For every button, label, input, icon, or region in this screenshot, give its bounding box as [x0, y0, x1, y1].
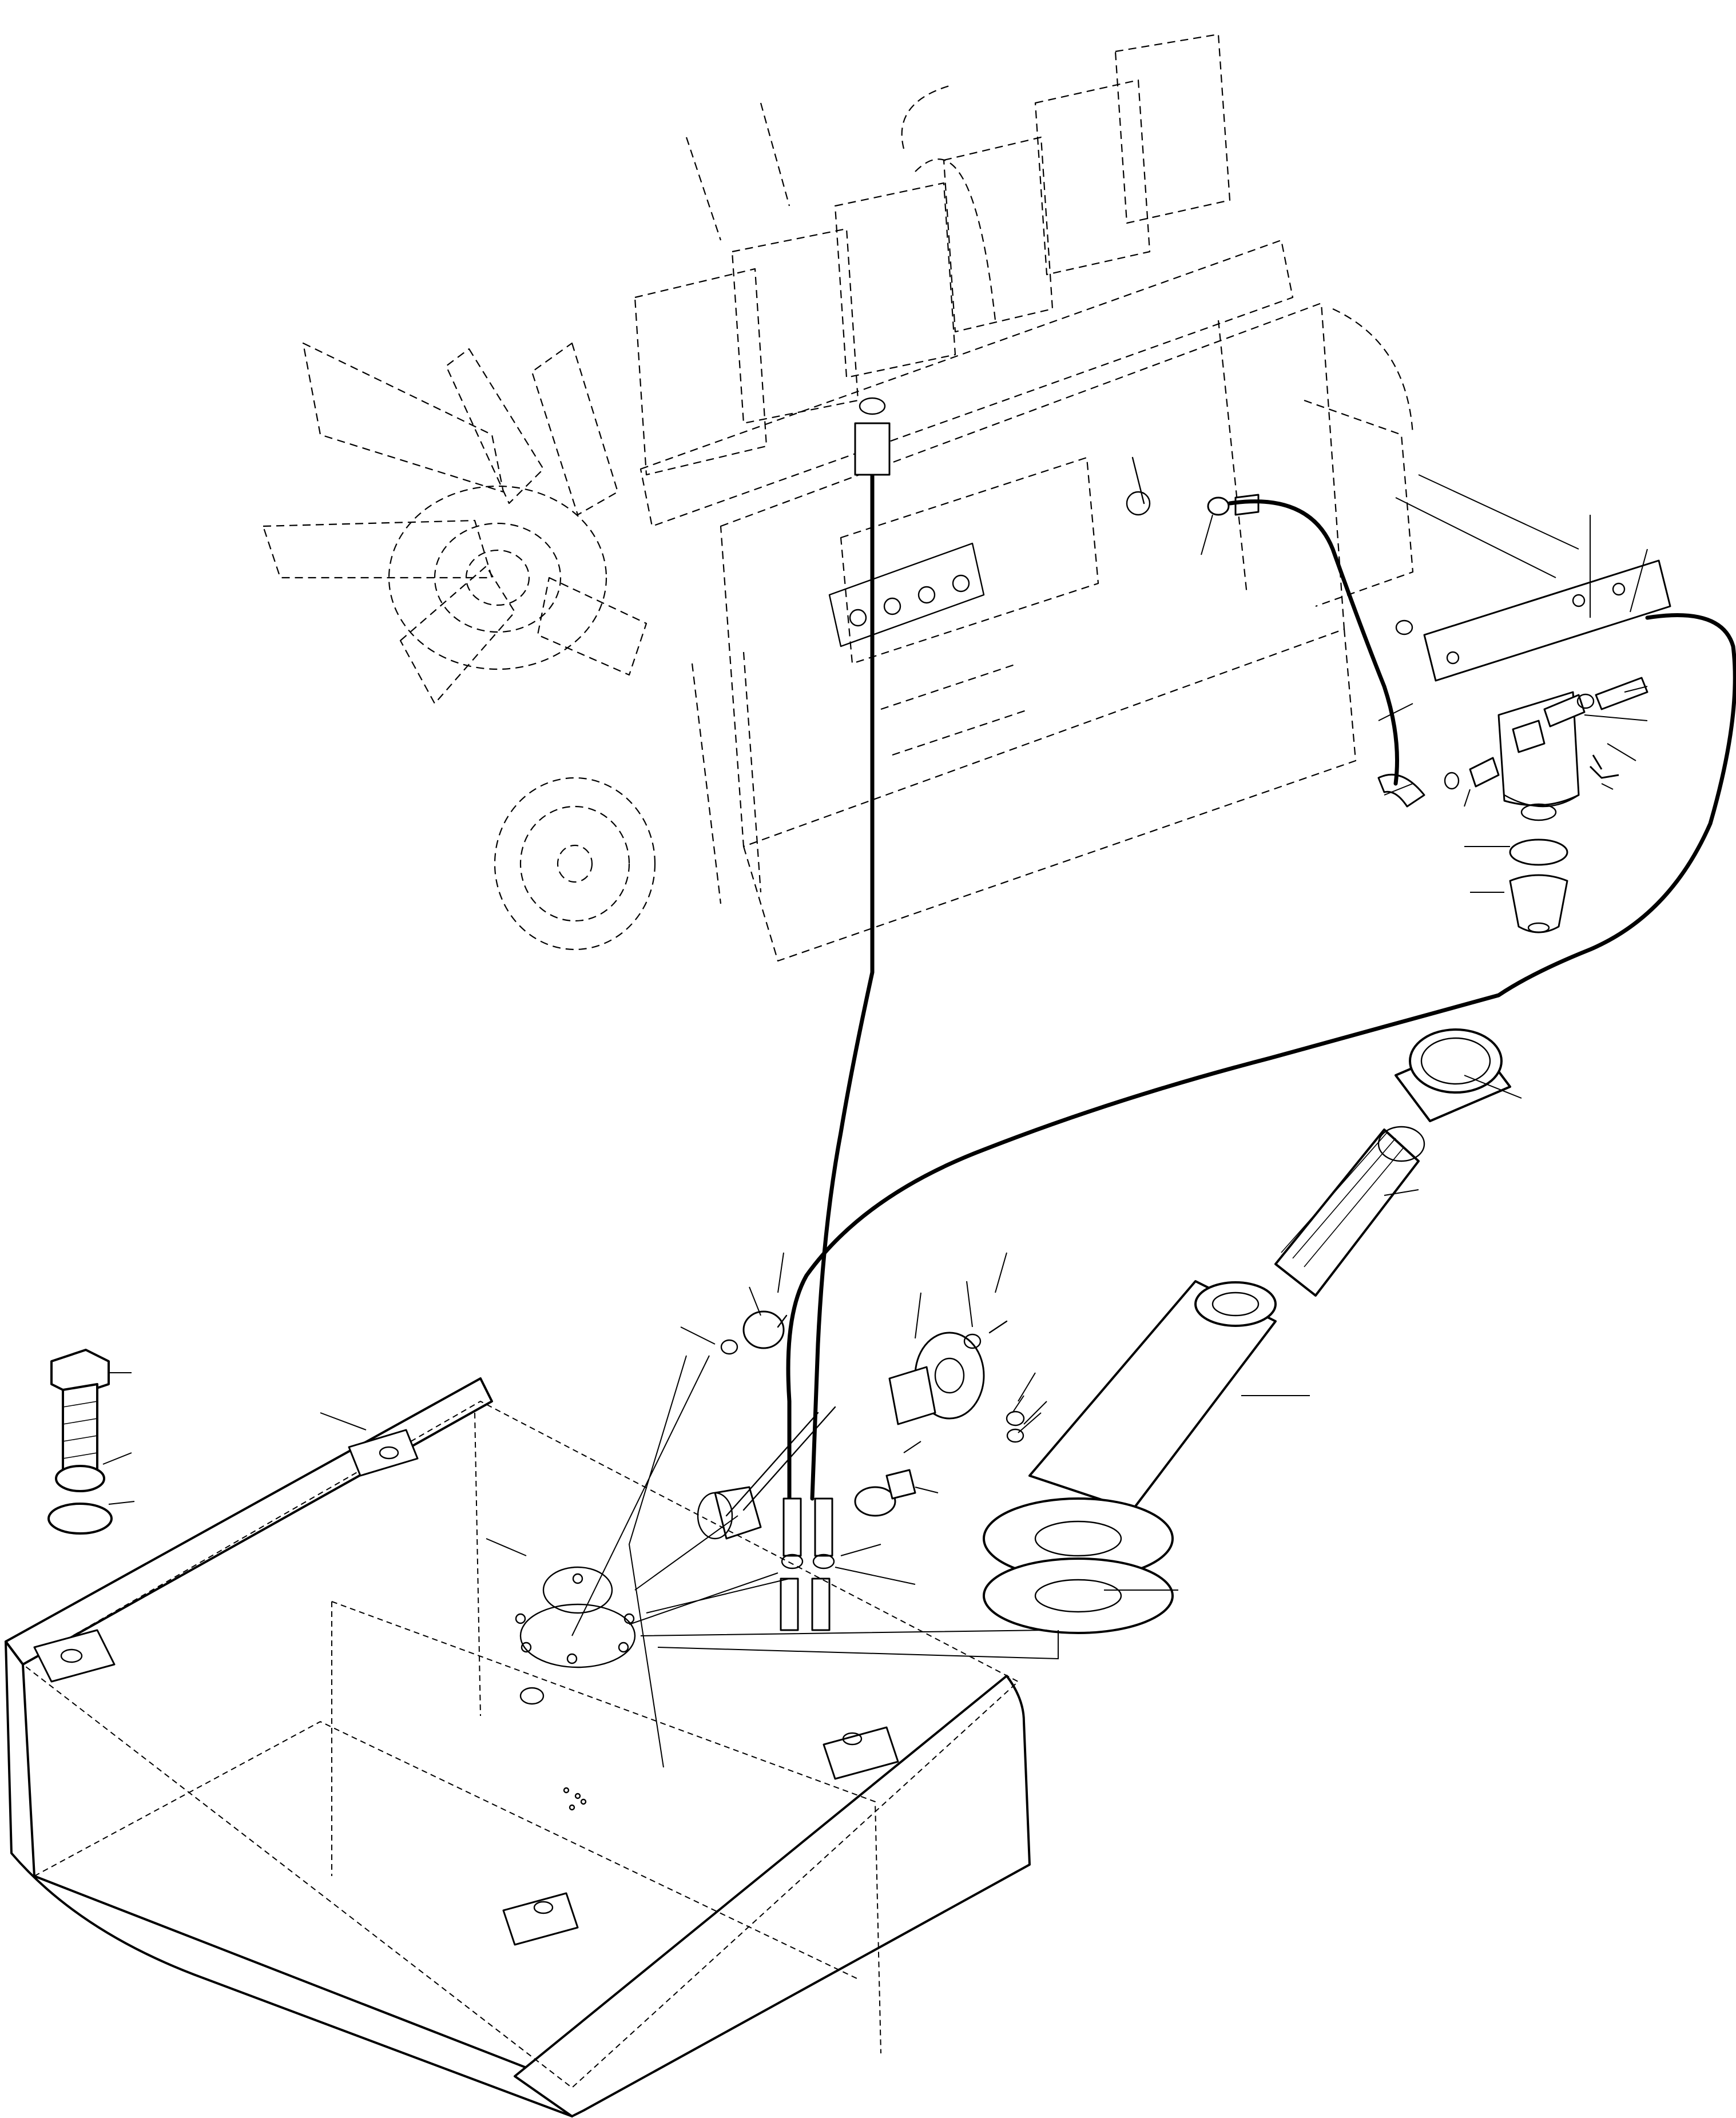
tank-bracket-rear [348, 1429, 419, 1477]
tank-bracket-left [33, 1629, 116, 1683]
return-hose-vertical [810, 455, 875, 1501]
pickup-tube-1 [782, 1497, 802, 1557]
sender-opening [542, 1566, 613, 1614]
cylinder-head-phantom [634, 33, 1414, 962]
filler-strainer [1274, 1128, 1420, 1297]
engine-phantom [262, 33, 1414, 962]
cooling-fan [262, 342, 647, 705]
flange-gasket [983, 1557, 1174, 1634]
drain-plug [885, 1469, 916, 1500]
bolt-shank [62, 1383, 98, 1477]
mounting-bracket [1423, 559, 1671, 682]
hose-end-fitting [1595, 677, 1648, 710]
fuel-lines [786, 397, 1736, 1501]
fuel-filter-assembly [1201, 474, 1671, 933]
lock-washer [55, 1465, 105, 1492]
crank-pulley [494, 777, 656, 951]
suction-strainer [714, 1486, 762, 1540]
tank-hidden-edges [22, 1401, 1019, 2088]
mounting-hardware [47, 1349, 135, 1535]
fuel-level-sender [888, 1366, 936, 1425]
filter-o-ring [1509, 839, 1568, 866]
pickup-tube-2 [814, 1497, 833, 1557]
return-hose-upper [1227, 499, 1399, 786]
injection-pump [828, 456, 1151, 647]
flat-washer [47, 1503, 113, 1535]
tank-bracket-front [502, 1892, 579, 1946]
sender-unit-parts [571, 1252, 1042, 1768]
drain-plug-washer [854, 1486, 896, 1517]
tank-bracket-right [823, 1726, 899, 1780]
tank-front-face [514, 1675, 1031, 2117]
sender-cover-plate [742, 1310, 785, 1349]
filler-neck-assembly [657, 1028, 1522, 1660]
fuel-tank [5, 1377, 1047, 2117]
filter-bowl [1509, 874, 1568, 933]
tank-left-side [5, 1640, 579, 2117]
